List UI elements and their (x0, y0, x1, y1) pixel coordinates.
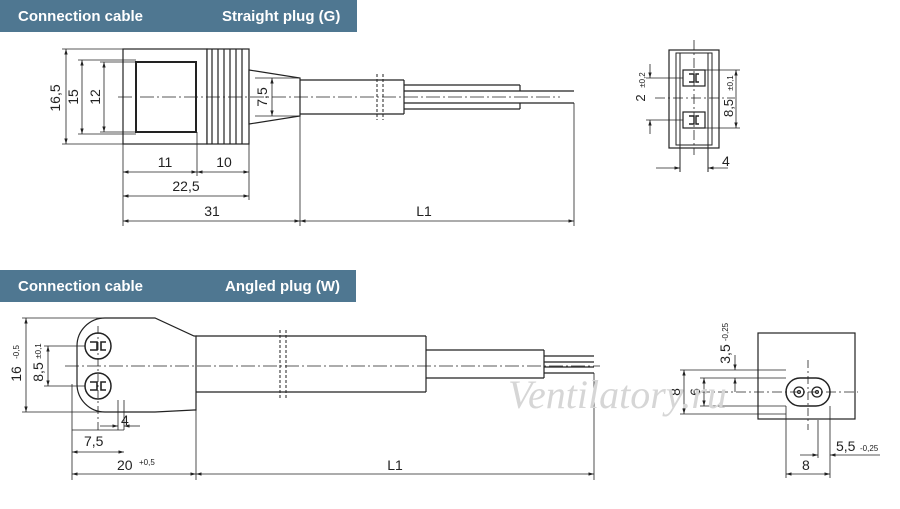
dim-label-31: 31 (204, 203, 220, 219)
header-title-straight-plug: Straight plug (G) (222, 7, 341, 25)
dim-label-15: 15 (65, 89, 81, 105)
watermark: Ventilatory.ru (508, 372, 727, 417)
angled-plug-dimensions (22, 317, 595, 480)
straight-plug-end-view (646, 40, 740, 172)
end-dim-label-5-5: 5,5 (836, 438, 856, 454)
dim-label-22-5: 22,5 (172, 178, 199, 194)
dim-label-16: 16 (8, 366, 24, 382)
straight-plug-dimension-labels: 16,5 15 12 7,5 11 10 22,5 31 L1 (47, 84, 432, 219)
dim-label-7-5: 7,5 (254, 87, 270, 107)
straight-plug-dimensions (62, 48, 575, 226)
header-title-connection-cable: Connection cable (18, 7, 144, 25)
dim-label-16-5: 16,5 (47, 84, 63, 111)
header-bar-straight-plug: Connection cable Straight plug (G) (0, 0, 357, 32)
angled-plug-end-view (680, 332, 880, 478)
dim-label-20: 20 (117, 457, 133, 473)
header-bar-angled-plug: Connection cable Angled plug (W) (0, 270, 356, 302)
end-tol-label-5-5: -0,25 (860, 444, 879, 453)
straight-end-view-labels: 2 ±0,2 8,5 ±0,1 4 (633, 72, 736, 169)
tol-label-8-5: ±0,1 (34, 343, 43, 359)
header-title-connection-cable-2: Connection cable (18, 277, 144, 295)
header-title-angled-plug: Angled plug (W) (225, 277, 340, 295)
end-dim-label-2: 2 (633, 94, 648, 101)
end-tol-label-8-5: ±0,1 (726, 75, 735, 91)
dim-label-11: 11 (158, 154, 173, 170)
tol-label-16: -0,5 (12, 345, 21, 359)
dim-label-7-5: 7,5 (84, 433, 104, 449)
dim-label-10: 10 (216, 154, 232, 170)
straight-plug-side-view (118, 48, 574, 145)
end-dim-label-8-horizontal: 8 (802, 457, 810, 473)
dim-label-12: 12 (87, 89, 103, 105)
dim-label-8-5: 8,5 (30, 362, 46, 382)
end-dim-label-8-5: 8,5 (721, 99, 736, 117)
end-tol-label-2: ±0,2 (638, 72, 647, 88)
end-dim-label-3-5: 3,5 (717, 344, 733, 364)
angled-end-view-labels: 3,5 -0,25 8 6 8 5,5 -0,25 (667, 322, 879, 473)
dim-label-4: 4 (121, 412, 129, 428)
angled-plug-dimension-labels: 16 -0,5 8,5 ±0,1 4 7,5 20 +0,5 L1 (8, 343, 403, 473)
dim-label-L1: L1 (416, 203, 432, 219)
end-tol-label-3-5: -0,25 (721, 322, 730, 341)
end-dim-label-6: 6 (687, 388, 703, 396)
dim-label-L1-2: L1 (387, 457, 403, 473)
end-dim-label-4: 4 (722, 153, 730, 169)
angled-plug-top-view (65, 317, 600, 430)
end-dim-label-8-vertical: 8 (667, 388, 683, 396)
tol-label-20: +0,5 (139, 458, 155, 467)
